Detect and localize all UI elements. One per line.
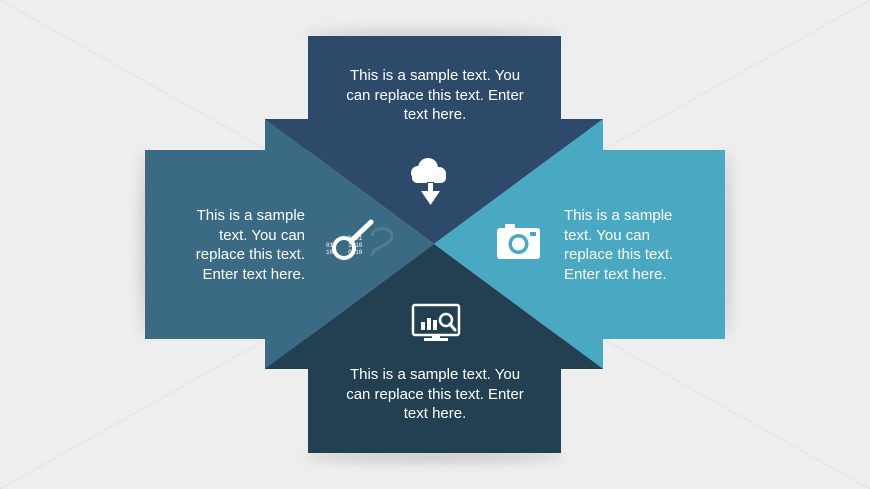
bottom-text-line: text here. xyxy=(403,405,467,422)
top-text-line: text here. xyxy=(403,106,467,123)
cloud-download-icon xyxy=(411,158,446,205)
right-text-line: replace this text. xyxy=(564,246,674,263)
left-section-text: This is a sample text. You can replace t… xyxy=(150,206,305,284)
left-text-line: This is a sample xyxy=(196,207,305,224)
left-text-line: text. You can xyxy=(219,226,305,244)
svg-text:01: 01 xyxy=(326,242,334,249)
svg-text:0110: 0110 xyxy=(348,249,363,256)
left-panel xyxy=(145,119,434,369)
bottom-text-line: can replace this text. Enter xyxy=(346,385,524,403)
right-text-line: Enter text here. xyxy=(564,265,667,283)
right-text-line: This is a sample xyxy=(564,207,673,224)
watermark-logo xyxy=(370,227,394,257)
magnifier-binary-icon: 0101 1010 0110 01 10 xyxy=(326,219,374,260)
left-text-line: Enter text here. xyxy=(202,265,305,283)
top-section-text: This is a sample text. You can replace t… xyxy=(308,66,562,125)
bottom-panel xyxy=(265,244,603,453)
right-text-line: text. You can xyxy=(564,226,650,244)
camera-icon xyxy=(497,224,540,259)
top-panel xyxy=(265,36,603,244)
right-panel xyxy=(434,119,725,369)
monitor-chart-icon xyxy=(411,303,461,341)
right-section-text: This is a sample text. You can replace t… xyxy=(564,206,719,284)
top-text-line: This is a sample text. You xyxy=(349,67,521,84)
svg-text:10: 10 xyxy=(326,249,334,256)
bottom-section-text: This is a sample text. You can replace t… xyxy=(308,365,562,424)
bottom-text-line: This is a sample text. You xyxy=(349,366,521,383)
left-text-line: replace this text. xyxy=(195,246,305,263)
top-text-line: can replace this text. Enter xyxy=(346,86,524,104)
